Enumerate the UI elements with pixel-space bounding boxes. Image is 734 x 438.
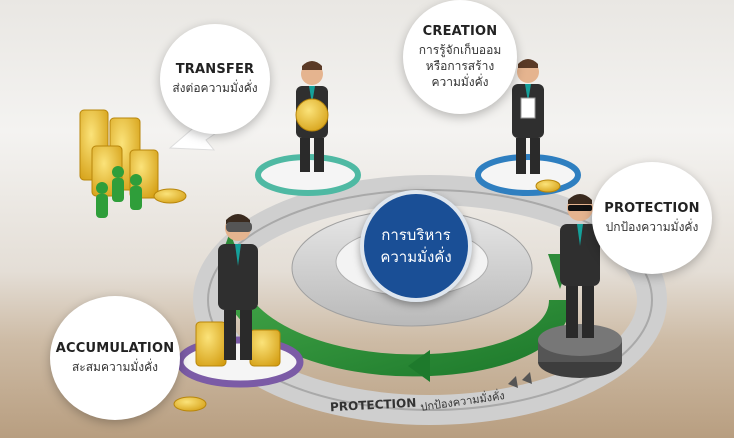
creation-businessman	[512, 59, 544, 174]
outer-protection-ring	[193, 175, 667, 425]
creation-ring	[475, 154, 581, 196]
protection-businessman	[560, 194, 600, 338]
accumulation-subtitle: สะสมความมั่งคั่ง	[71, 360, 159, 374]
protection-bubble: PROTECTION ปกป้องความมั่งคั่ง	[592, 162, 712, 274]
creation-subtitle-line-2: หรือการสร้าง	[425, 59, 495, 73]
protection-subtitle: ปกป้องความมั่งคั่ง	[605, 220, 699, 234]
transfer-bubble: TRANSFER ส่งต่อความมั่งคั่ง	[160, 24, 270, 134]
accumulation-bubble: ACCUMULATION สะสมความมั่งคั่ง	[50, 296, 180, 420]
creation-bubble: CREATION การรู้จักเก็บออม หรือการสร้าง ค…	[403, 0, 517, 114]
accumulation-businessman	[218, 214, 258, 360]
transfer-businessman	[295, 61, 329, 172]
accumulation-title: ACCUMULATION	[55, 341, 175, 356]
creation-subtitle-line-1: การรู้จักเก็บออม	[418, 43, 502, 57]
center-wealth-management-circle: การบริหาร ความมั่งคั่ง	[360, 190, 472, 302]
transfer-title: TRANSFER	[175, 62, 255, 77]
coin-stacks	[79, 109, 561, 412]
creation-title: CREATION	[422, 24, 498, 39]
creation-subtitle: การรู้จักเก็บออม หรือการสร้าง ความมั่งคั…	[419, 42, 502, 90]
transfer-subtitle: ส่งต่อความมั่งคั่ง	[172, 81, 258, 95]
protection-title: PROTECTION	[604, 201, 700, 216]
protection-pedestal	[538, 324, 622, 378]
center-line-2: ความมั่งคั่ง	[380, 248, 452, 266]
center-line-1: การบริหาร	[381, 226, 451, 244]
creation-subtitle-line-3: ความมั่งคั่ง	[431, 75, 489, 89]
